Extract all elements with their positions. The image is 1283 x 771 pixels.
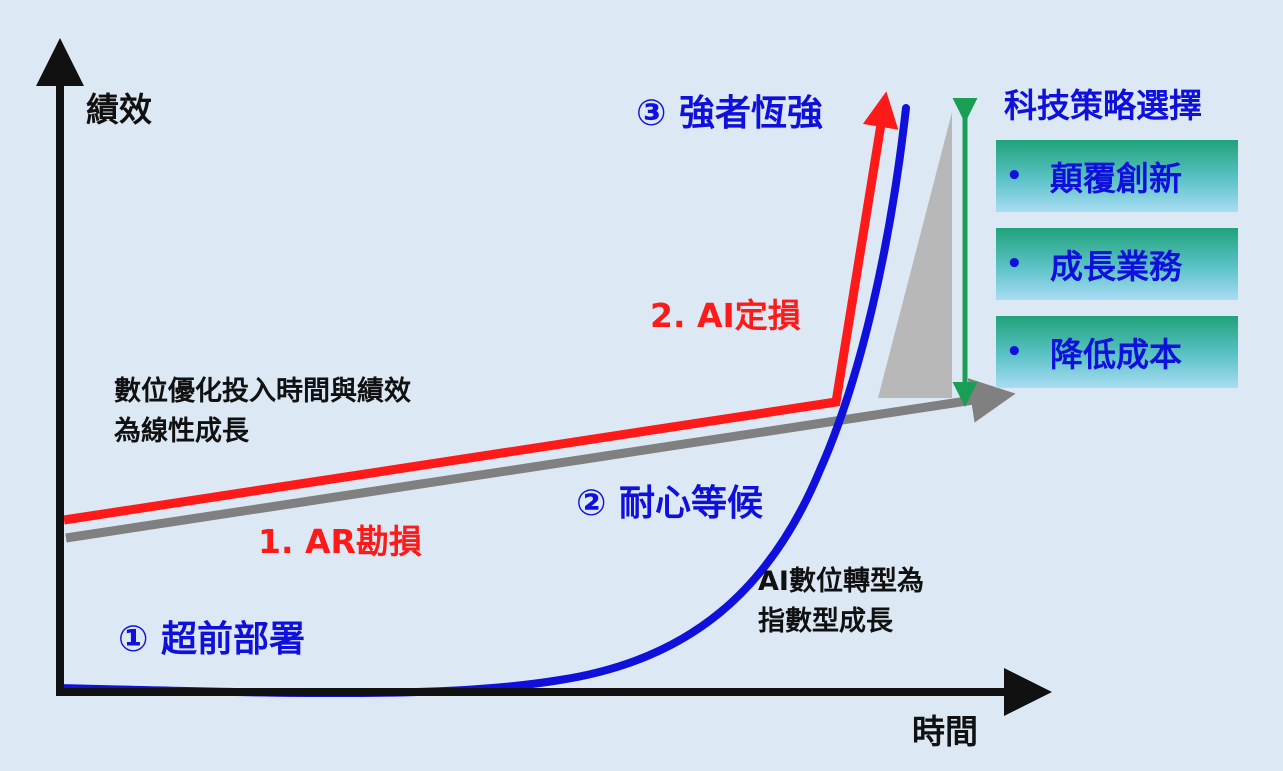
ai-loss-label: 2. AI定損: [650, 296, 801, 335]
phase-1-text: 超前部署: [161, 619, 306, 660]
strategy-panel-title: 科技策略選擇: [1004, 86, 1202, 125]
phase-1-label: ① 超前部署: [118, 618, 305, 661]
phase-2-marker: ②: [576, 483, 607, 524]
strategy-item-label: 成長業務: [1050, 247, 1182, 286]
bullet-icon: •: [1006, 337, 1023, 367]
x-axis-label: 時間: [912, 712, 978, 751]
exponential-growth-note-line1: AI數位轉型為: [758, 566, 924, 597]
linear-growth-line: [65, 378, 1016, 543]
strategy-item-cost-reduction: • 降低成本: [996, 316, 1238, 388]
phase-3-marker: ③: [636, 93, 667, 134]
phase-1-marker: ①: [118, 619, 149, 660]
bullet-icon: •: [1006, 249, 1023, 279]
linear-growth-note-line1: 數位優化投入時間與績效: [114, 376, 411, 407]
bullet-icon: •: [1006, 161, 1023, 191]
y-axis-label: 績效: [86, 90, 152, 129]
strategy-item-growth-business: • 成長業務: [996, 228, 1238, 300]
ar-loss-label: 1. AR勘損: [258, 522, 422, 561]
phase-3-text: 強者恆強: [679, 93, 824, 134]
linear-growth-note-line2: 為線性成長: [114, 416, 249, 447]
strategy-item-label: 降低成本: [1050, 335, 1182, 374]
performance-gap-wedge: [878, 112, 952, 398]
exponential-growth-note-line2: 指數型成長: [758, 606, 893, 637]
strategy-item-disruptive-innovation: • 顛覆創新: [996, 140, 1238, 212]
strategy-item-label: 顛覆創新: [1050, 159, 1182, 198]
phase-2-text: 耐心等候: [619, 483, 764, 524]
phase-2-label: ② 耐心等候: [576, 482, 763, 525]
ai-loss-line: [63, 91, 899, 525]
phase-3-label: ③ 強者恆強: [636, 92, 823, 135]
